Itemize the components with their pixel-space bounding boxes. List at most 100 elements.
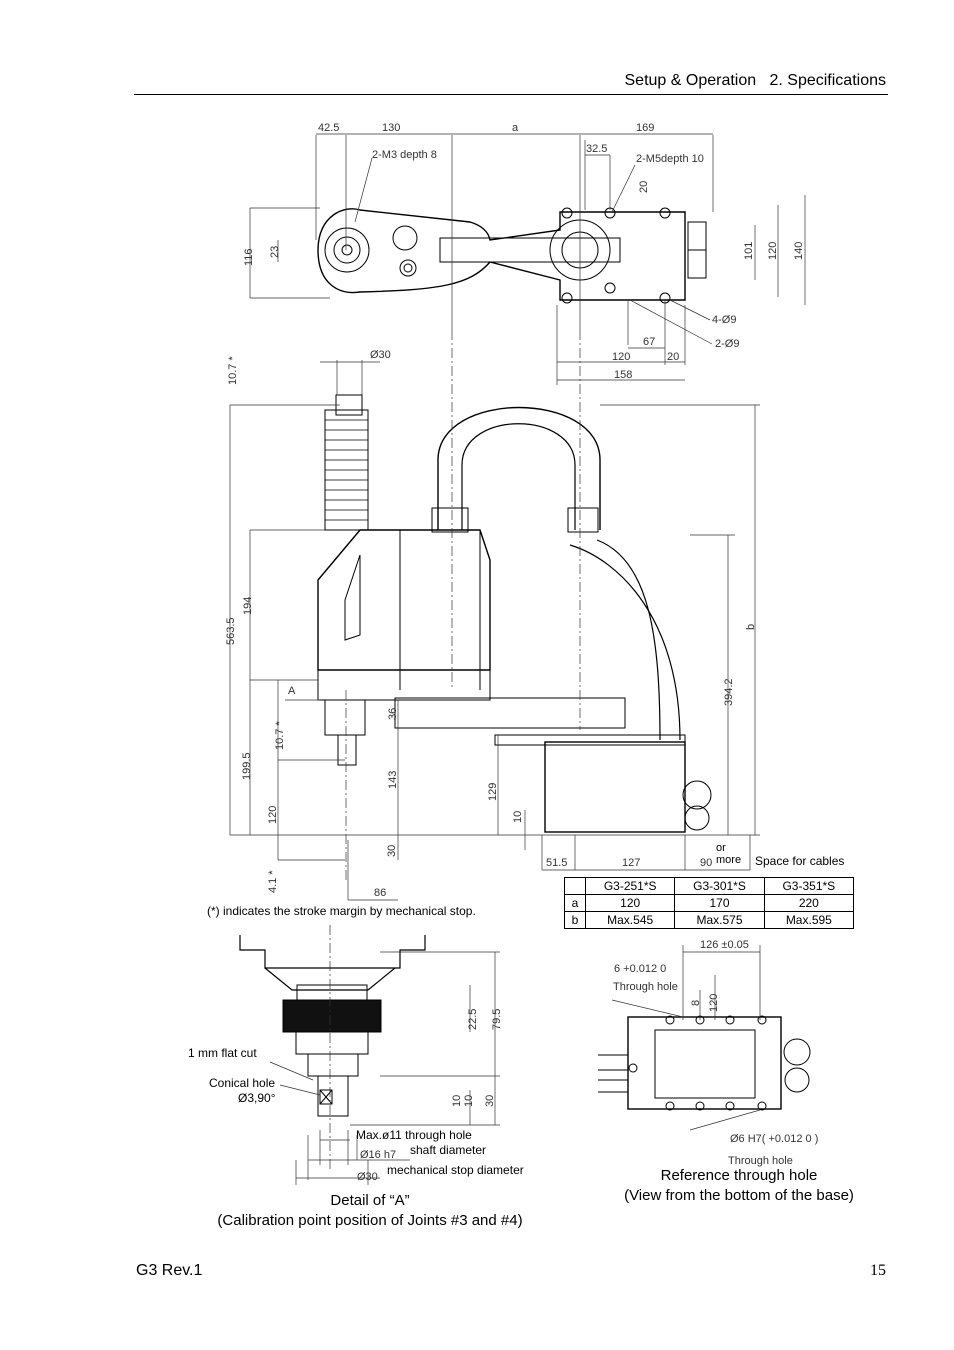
dim-side: 4.1 * — [267, 870, 279, 893]
spec-table-row: b Max.545 Max.575 Max.595 — [564, 911, 855, 929]
dim-top: 2-Ø9 — [715, 338, 739, 350]
ref-hole-caption: Reference through hole (View from the bo… — [600, 1166, 878, 1206]
dim-top: 169 — [636, 122, 654, 134]
dim-top: 158 — [614, 369, 632, 381]
header-section: Setup & Operation — [624, 72, 757, 89]
ref-hole-drawing — [598, 1015, 811, 1111]
dim-top: 67 — [643, 336, 655, 348]
top-view-arm — [317, 207, 707, 304]
header-chapter: 2. Specifications — [769, 72, 886, 89]
spec-table-cell: 120 — [584, 894, 676, 912]
dim-side: 199.5 — [241, 752, 253, 780]
through-hole-label: Max.ø11 through hole — [356, 1128, 472, 1142]
dim-detail: 10 — [463, 1095, 475, 1107]
dim-side: 129 — [487, 783, 499, 801]
dim-top: 4-Ø9 — [712, 314, 736, 326]
dim-top: 130 — [382, 122, 400, 134]
dim-top: 2-M5depth 10 — [636, 153, 704, 165]
dim-top: 23 — [269, 246, 281, 258]
spec-table: G3-251*S G3-301*S G3-351*S a 120 170 220… — [564, 877, 855, 929]
dim-top: 120 — [767, 242, 779, 260]
spec-table-header — [564, 877, 586, 895]
conical-spec-label: Ø3,90° — [238, 1091, 276, 1105]
ref-hole-caption-line2: (View from the bottom of the base) — [624, 1187, 854, 1204]
dim-side: 10.7 * — [227, 356, 239, 385]
dim-top: 20 — [638, 181, 650, 193]
spec-table-row: a 120 170 220 — [564, 894, 855, 912]
dim-side: A — [288, 685, 296, 697]
spec-table-header: G3-301*S — [674, 877, 765, 895]
stroke-note: (*) indicates the stroke margin by mecha… — [207, 904, 476, 918]
dim-top: 120 — [612, 351, 630, 363]
dim-detail: 79.5 — [491, 1009, 503, 1030]
dim-side: 127 — [622, 857, 640, 869]
page-number: 15 — [870, 1262, 886, 1279]
ref-hole-caption-line1: Reference through hole — [660, 1167, 818, 1184]
dim-side: 51.5 — [546, 857, 567, 869]
dim-side: b — [745, 624, 757, 630]
more-label: more — [716, 854, 741, 866]
conical-hole-label: Conical hole — [209, 1076, 275, 1090]
running-header: Setup & Operation 2. Specifications — [625, 72, 887, 90]
mech-stop-label: mechanical stop diameter — [387, 1163, 524, 1177]
dim-side: 90 — [700, 857, 712, 869]
dim-ref: 126 ±0.05 — [700, 939, 749, 951]
dim-detail: 22.5 — [467, 1009, 479, 1030]
detail-a-caption-line1: Detail of “A” — [330, 1192, 410, 1209]
spec-table-cell: a — [564, 894, 586, 912]
shaft-diameter-label: shaft diameter — [410, 1143, 486, 1157]
spec-table-header: G3-251*S — [584, 877, 676, 895]
dim-ref: 8 — [690, 1000, 702, 1006]
dim-top: 116 — [243, 248, 255, 266]
detail-a-drawing — [239, 935, 426, 1117]
dim-detail: Ø16 h7 — [360, 1149, 396, 1161]
dim-top: 32.5 — [586, 143, 607, 155]
dim-side: 30 — [386, 845, 398, 857]
dim-ref: Through hole — [728, 1155, 793, 1167]
detail-a-caption-line2: (Calibration point position of Joints #3… — [217, 1212, 523, 1229]
dim-ref: 120 — [708, 994, 720, 1012]
dim-ref: 6 +0.012 0 — [614, 963, 666, 975]
top-view-dims — [249, 133, 806, 385]
dim-side: 120 — [267, 806, 279, 824]
dim-top: 2-M3 depth 8 — [372, 149, 437, 161]
dim-side: 10.7 * — [274, 721, 286, 750]
dim-side: 563.5 — [225, 617, 237, 645]
side-view-robot — [317, 394, 712, 833]
dim-ref: Through hole — [613, 981, 678, 993]
dim-side: 143 — [387, 771, 399, 789]
dim-side: 86 — [374, 887, 386, 899]
flat-cut-label: 1 mm flat cut — [188, 1046, 257, 1060]
detail-a-caption: Detail of “A” (Calibration point positio… — [180, 1191, 560, 1231]
spec-table-cell: Max.575 — [674, 911, 765, 929]
spec-table-cell: 170 — [674, 894, 765, 912]
detail-a-dims — [269, 925, 500, 1185]
dim-detail: Ø30 — [357, 1171, 378, 1183]
side-view-dims — [229, 330, 760, 901]
dim-side: 194 — [242, 597, 254, 615]
dim-detail: 10 — [451, 1095, 463, 1107]
dim-top: 20 — [667, 351, 679, 363]
dim-top: 101 — [743, 242, 755, 260]
spec-table-cell: Max.545 — [584, 911, 676, 929]
dim-top: 42.5 — [318, 122, 339, 134]
header-rule — [134, 94, 888, 95]
dim-side: 36 — [387, 708, 399, 720]
dim-side: 394.2 — [723, 678, 735, 706]
spec-table-header-row: G3-251*S G3-301*S G3-351*S — [564, 877, 855, 895]
dim-side: Ø30 — [370, 349, 391, 361]
spec-table-header: G3-351*S — [763, 877, 855, 895]
dim-top: 140 — [793, 242, 805, 260]
space-for-cables: Space for cables — [755, 854, 844, 868]
spec-table-cell: Max.595 — [763, 911, 855, 929]
spec-table-cell: b — [564, 911, 586, 929]
dim-top: a — [512, 122, 519, 134]
ref-hole-dims — [611, 945, 761, 1131]
dim-ref: Ø6 H7( +0.012 0 ) — [730, 1133, 818, 1145]
footer-doc: G3 Rev.1 — [136, 1262, 203, 1279]
spec-table-cell: 220 — [763, 894, 855, 912]
or-label: or — [716, 842, 726, 854]
dim-detail: 30 — [484, 1095, 496, 1107]
dim-side: 10 — [512, 811, 524, 823]
